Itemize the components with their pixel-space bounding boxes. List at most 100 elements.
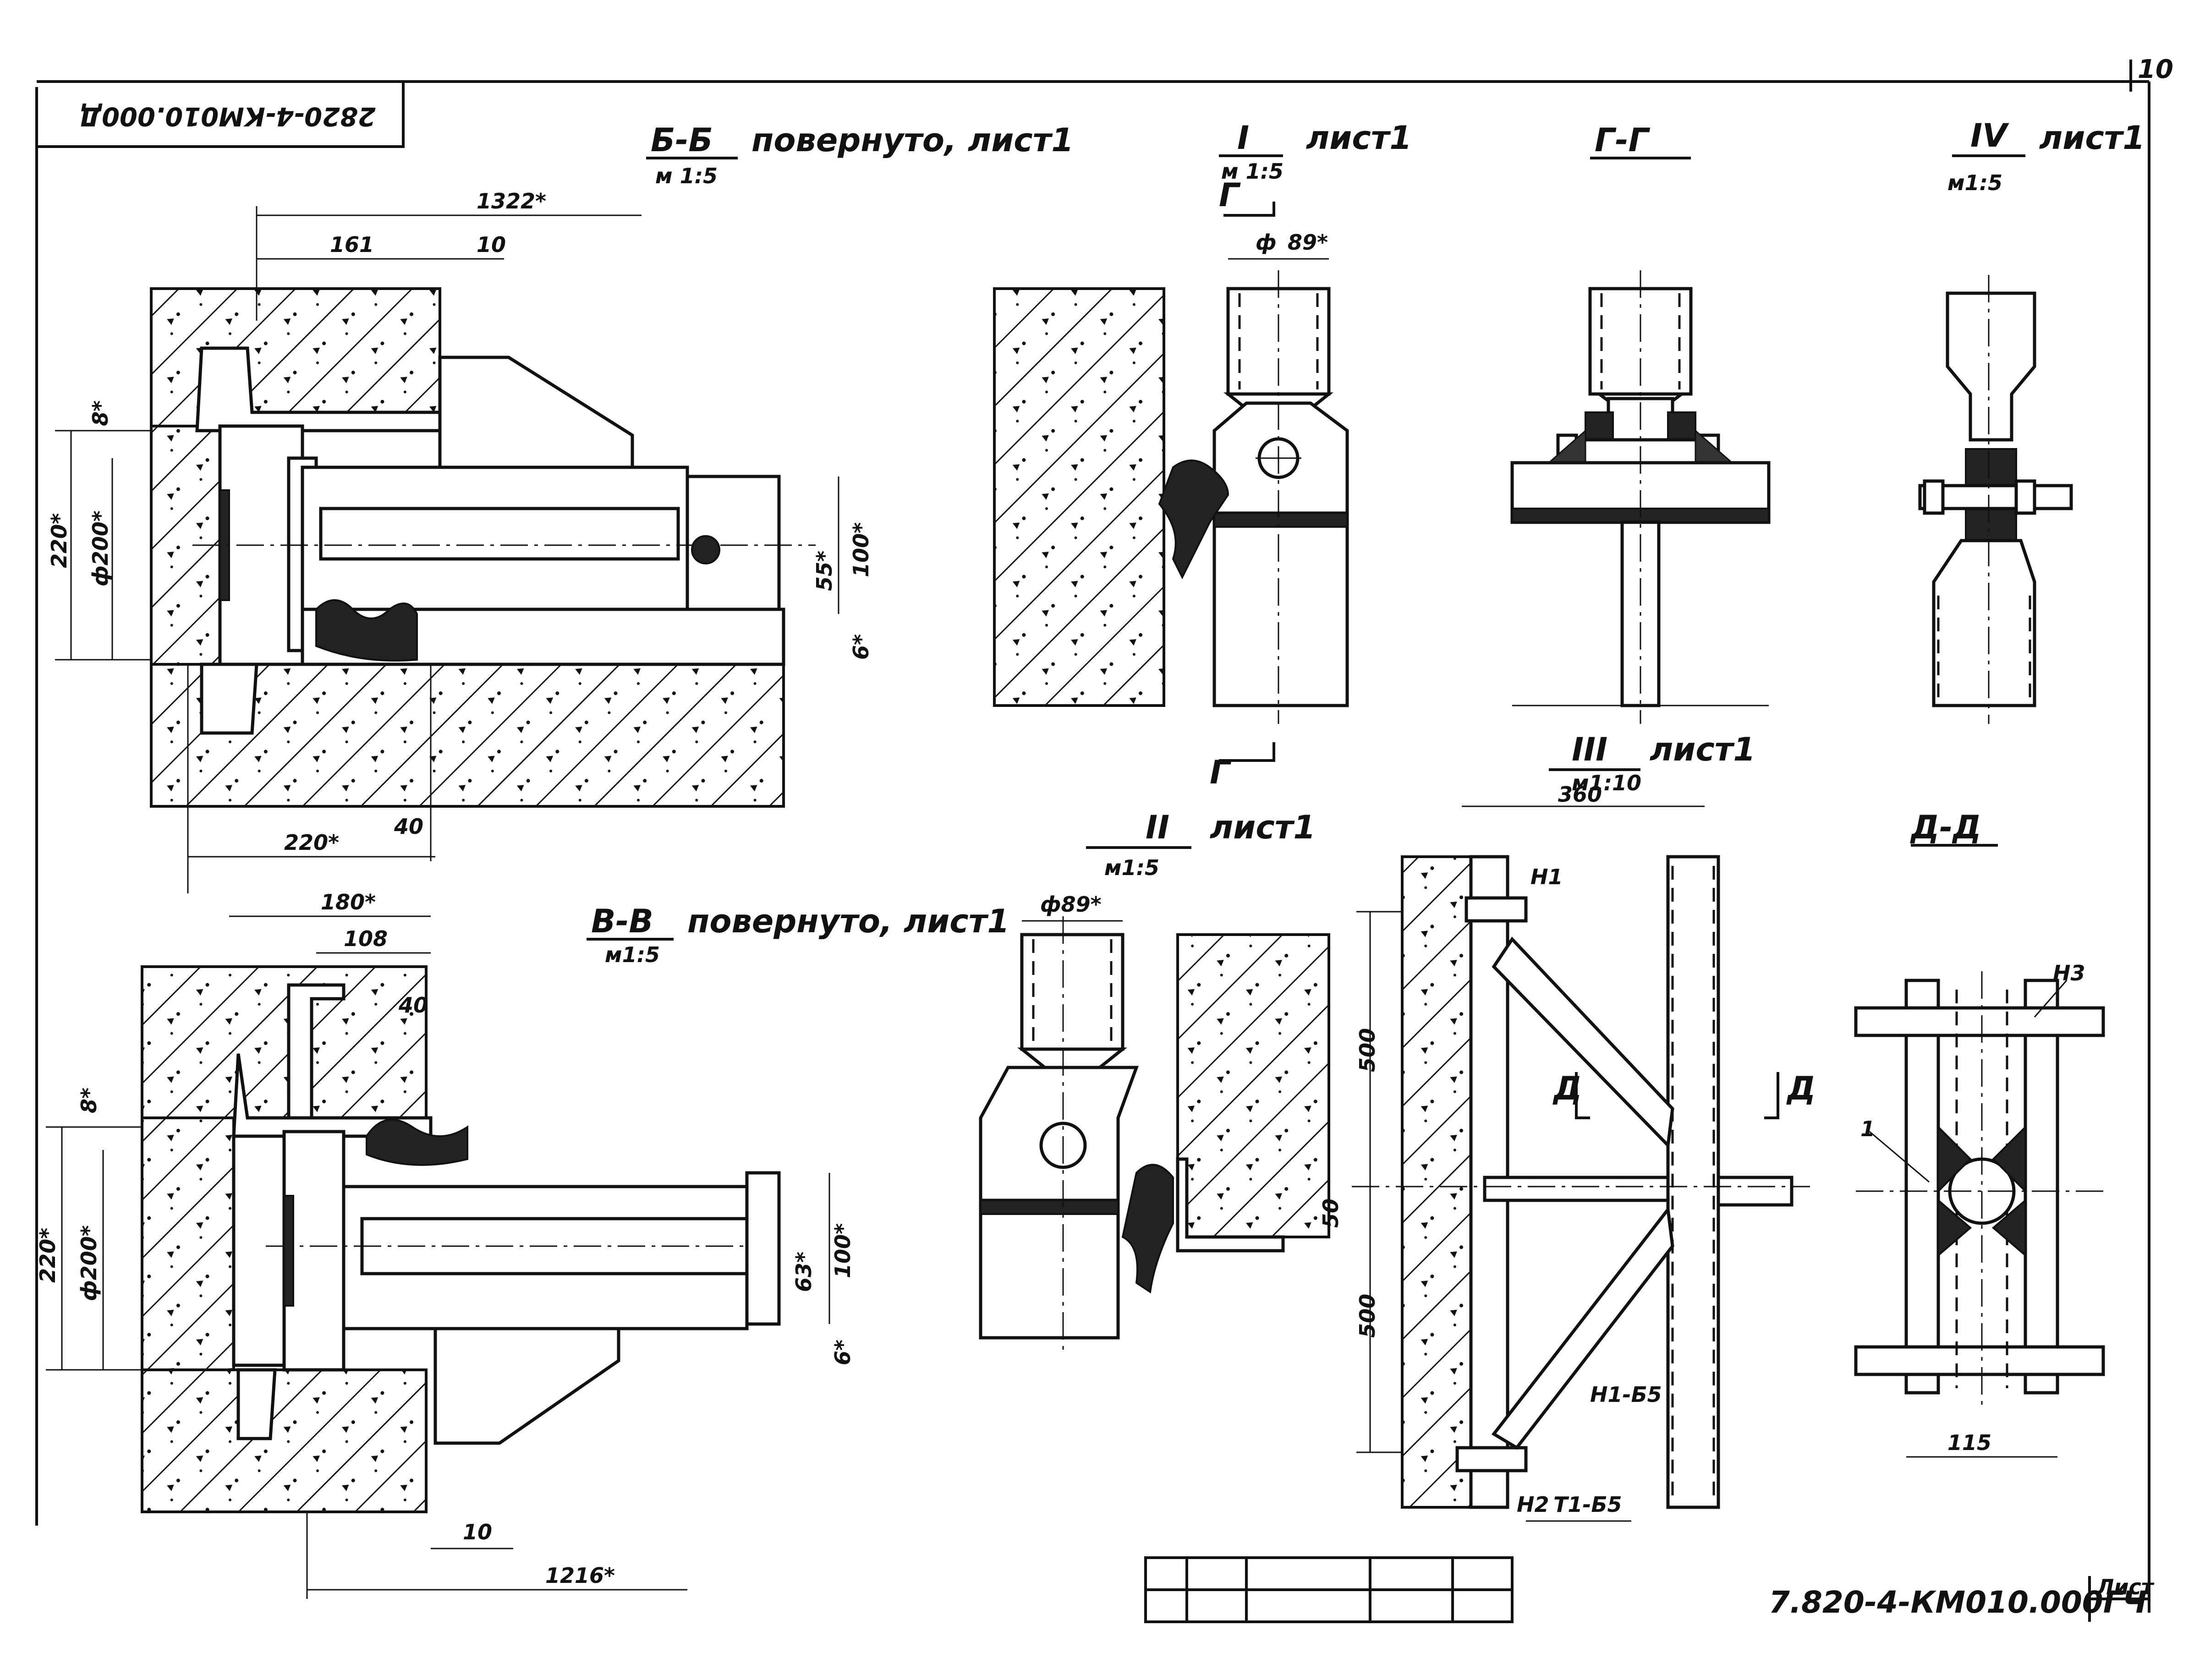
n3-dim-500a: 500 xyxy=(1355,1028,1380,1072)
vv-channel-bottom xyxy=(236,1368,277,1440)
view-n4: IV м1:5 лист1 xyxy=(1918,117,2145,724)
n3-wall xyxy=(1401,855,1472,1509)
n1-seal xyxy=(1158,460,1229,580)
bb-channel-bottom xyxy=(200,662,258,735)
dd-brace-l xyxy=(1937,1125,1972,1193)
n4-nut-r xyxy=(2014,479,2036,515)
view-n3-title: III xyxy=(1572,731,1607,768)
title-block: 7.820-4-КМ010.000ГЧ Лист xyxy=(1144,1556,2155,1623)
vv-wall-left xyxy=(141,1116,235,1371)
bb-dim-1322: 1322* xyxy=(477,189,546,213)
n3-section-mark-right: Д xyxy=(1786,1070,1816,1107)
bb-nut xyxy=(691,535,720,564)
n2-beam-flange xyxy=(980,1199,1119,1215)
vv-wall-upper xyxy=(141,965,428,1119)
dd-label-1: 1 xyxy=(1860,1116,1875,1141)
bb-dim-6: 6* xyxy=(849,634,873,660)
vv-dim-8: 8* xyxy=(77,1088,101,1113)
vv-dim-1216: 1216* xyxy=(545,1563,615,1588)
n1-wall xyxy=(993,287,1165,707)
vv-seal xyxy=(366,1119,468,1166)
vv-dim-100: 100* xyxy=(830,1223,855,1278)
view-n3: III м1:10 лист1 360 500 500 Н1 Н1-Б5 Н2 … xyxy=(1352,731,1816,1522)
bb-dim-200: ф200* xyxy=(88,510,113,586)
n4-lower xyxy=(1932,539,2036,707)
view-n3-note: лист1 xyxy=(1650,731,1755,768)
n3-dim-360: 360 xyxy=(1558,782,1602,807)
dd-dim-115: 115 xyxy=(1947,1430,1991,1455)
view-n2-note: лист1 xyxy=(1210,809,1316,846)
n3-label-n1: Н1 xyxy=(1530,865,1563,889)
view-n4-scale: м1:5 xyxy=(1947,170,2002,195)
vv-dim-200: ф200* xyxy=(77,1225,101,1301)
view-dd-title: Д-Д xyxy=(1910,809,1981,846)
n3-strut xyxy=(1483,1176,1670,1202)
n2-wall xyxy=(1176,933,1330,1238)
n3-brace-top xyxy=(1492,936,1674,1149)
view-n4-title: IV xyxy=(1970,117,2009,154)
view-gg-title: Г-Г xyxy=(1595,121,1651,159)
bb-dim-55: 55* xyxy=(812,551,837,591)
dd-beam-top xyxy=(1854,1006,2105,1037)
n2-seal xyxy=(1121,1164,1174,1294)
bb-dim-40: 40 xyxy=(394,814,423,839)
n3-label-n1b: Н1-Б5 xyxy=(1590,1382,1662,1407)
view-bb-title: Б-Б xyxy=(651,121,713,159)
n1-beam xyxy=(1212,511,1349,707)
bb-dim-10: 10 xyxy=(477,232,506,257)
vv-dim-63: 63* xyxy=(791,1252,816,1292)
n3-column xyxy=(1666,855,1720,1509)
bb-dim-161: 161 xyxy=(330,232,374,257)
document-code: 7.820-4-КМ010.000ГЧ xyxy=(1769,1585,2147,1620)
n4-rod xyxy=(1946,291,2036,442)
n2-beam xyxy=(979,1198,1120,1340)
n1-dim-89: 89* xyxy=(1288,230,1328,255)
sheet-frame: 10 xyxy=(35,55,2173,1613)
vv-dim-220: 220* xyxy=(35,1228,60,1283)
view-n4-note: лист1 xyxy=(2039,119,2145,157)
view-gg: Г-Г xyxy=(1510,121,1771,724)
n1-dim-phi: ф xyxy=(1256,230,1277,255)
n3-label-n2: Н2 xyxy=(1517,1492,1549,1517)
n3-label-t1: Т1-Б5 xyxy=(1553,1492,1622,1517)
n2-angle xyxy=(1176,1157,1285,1253)
view-vv-note: повернуто, лист1 xyxy=(687,903,1009,940)
view-n3-scale: м1:10 xyxy=(1572,771,1641,795)
view-bb-note: повернуто, лист1 xyxy=(751,121,1074,159)
sheet-label: Лист xyxy=(2095,1575,2155,1599)
n2-pipe xyxy=(1020,933,1124,1051)
bb-seal xyxy=(315,599,418,662)
view-bb: Б-Б м 1:5 повернуто, лист1 1322* 161 10 xyxy=(47,121,1074,893)
view-n2: II м1:5 лист1 ф89* 50 xyxy=(979,809,1343,1356)
vv-dim-10: 10 xyxy=(463,1520,492,1544)
bb-dim-8: 8* xyxy=(88,400,113,426)
bb-wall-upper xyxy=(150,287,441,427)
dd-flange-r xyxy=(2024,979,2059,1395)
view-n2-scale: м1:5 xyxy=(1104,855,1159,880)
n3-cap-bottom xyxy=(1455,1446,1528,1472)
dd-flange-l xyxy=(1904,979,1940,1395)
view-n1-note: лист1 xyxy=(1306,119,1412,157)
view-n2-title: II xyxy=(1146,809,1169,846)
view-n1-scale: м 1:5 xyxy=(1221,159,1283,184)
view-n1: I м 1:5 лист1 Г Г ф 89* xyxy=(993,119,1412,791)
dd-brace-r2 xyxy=(1991,1198,2026,1258)
n2-ball xyxy=(1017,1047,1127,1069)
dd-brace-l2 xyxy=(1937,1198,1972,1258)
view-bb-scale: м 1:5 xyxy=(655,164,718,188)
vv-gusset xyxy=(433,1327,620,1445)
n1-section-mark-top: Г xyxy=(1219,176,1241,214)
n4-nut-l xyxy=(1923,479,1945,515)
n3-cap-top xyxy=(1464,896,1528,923)
n3-brace-bottom xyxy=(1491,1205,1674,1450)
view-dd: Д-Д 115 Н3 1 xyxy=(1854,809,2108,1458)
sheet-number: 10 xyxy=(2138,55,2173,84)
dd-label-n3: Н3 xyxy=(2053,961,2085,985)
n3-stub xyxy=(1717,1176,1794,1207)
vv-wall-lower xyxy=(141,1368,428,1513)
vv-dim-40: 40 xyxy=(398,993,428,1018)
view-vv-scale: м1:5 xyxy=(605,942,660,967)
view-vv: В-В м1:5 повернуто, лист1 180* 108 40 22… xyxy=(35,890,1009,1599)
rotated-stamp: 2820-4-КМ010.000Д xyxy=(37,82,405,148)
